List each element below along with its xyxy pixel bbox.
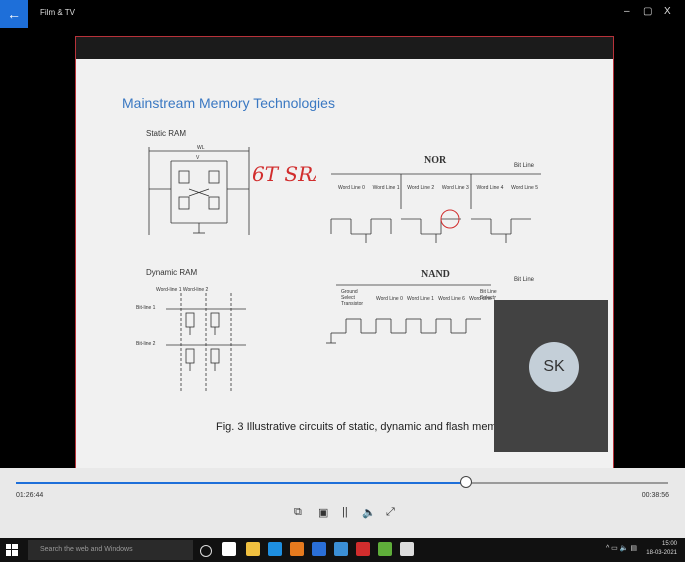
nor-circuit bbox=[330, 173, 541, 243]
slide-header-bar bbox=[76, 37, 613, 59]
seek-bar[interactable] bbox=[16, 476, 668, 488]
app-title: Film & TV bbox=[40, 8, 75, 17]
bitline1-label: Bit-line 1 bbox=[136, 305, 156, 311]
player-controls: 01:26:44 00:38:56 ⧉ ▣ || 🔈 ⤢ bbox=[0, 468, 685, 538]
nor-word-label: Word Line 1 bbox=[372, 185, 400, 191]
windows-start-icon[interactable] bbox=[6, 544, 18, 556]
aspect-ratio-button[interactable]: ▣ bbox=[318, 506, 328, 519]
nand-label: NAND bbox=[421, 269, 450, 280]
minimize-button[interactable]: – bbox=[624, 6, 630, 17]
static-ram-label: Static RAM bbox=[146, 129, 187, 138]
seek-thumb[interactable] bbox=[459, 476, 472, 488]
sram-circuit: WL V bbox=[148, 145, 250, 235]
firefox-icon[interactable] bbox=[290, 542, 304, 556]
miniview-icon: ⧉ bbox=[294, 506, 302, 518]
nand-word-label: Word Line 0 bbox=[376, 296, 403, 302]
nor-wordline-labels: Word Line 0 Word Line 1 Word Line 2 Word… bbox=[338, 185, 538, 191]
total-time: 00:38:56 bbox=[641, 492, 669, 499]
presenter-tile: SK bbox=[494, 300, 608, 452]
nor-label: NOR bbox=[424, 155, 447, 166]
nor-bitline-label: Bit Line bbox=[514, 163, 535, 169]
dram-circuit bbox=[166, 293, 246, 393]
app-icon[interactable] bbox=[312, 542, 326, 556]
clock-date: 18-03-2021 bbox=[646, 550, 677, 556]
file-explorer-icon[interactable] bbox=[246, 542, 260, 556]
nand-wordline-labels: Word Line 0 Word Line 1 Word Line 6 Word… bbox=[376, 296, 496, 302]
title-bar: ← Film & TV – ▢ X bbox=[0, 0, 685, 28]
clock-time: 15:00 bbox=[661, 541, 677, 547]
nand-word-label: Word Line 6 bbox=[438, 296, 465, 302]
nand-ground-label: Ground Select Transistor bbox=[341, 289, 364, 307]
back-arrow-icon: ← bbox=[7, 6, 21, 22]
nand-word-label: Word Line 7 bbox=[469, 296, 496, 302]
clock[interactable]: 15:00 18-03-2021 bbox=[646, 540, 677, 558]
nor-word-label: Word Line 2 bbox=[407, 185, 435, 191]
edge-icon[interactable] bbox=[268, 542, 282, 556]
nor-word-label: Word Line 3 bbox=[441, 185, 469, 191]
annotation-text: 6T SRAM bbox=[252, 162, 316, 186]
avatar: SK bbox=[529, 342, 579, 392]
task-view-icon[interactable] bbox=[200, 545, 212, 557]
fullscreen-button[interactable]: ⤢ bbox=[386, 506, 395, 519]
dynamic-ram-label: Dynamic RAM bbox=[146, 268, 198, 277]
slide-title: Mainstream Memory Technologies bbox=[122, 95, 335, 111]
pause-icon: || bbox=[342, 506, 348, 518]
aspect-icon: ▣ bbox=[318, 507, 329, 519]
back-button[interactable]: ← bbox=[0, 0, 28, 28]
nand-bitline-select-label: Bit Line Select bbox=[480, 289, 497, 301]
close-button[interactable]: X bbox=[664, 6, 671, 17]
nor-word-label: Word Line 5 bbox=[511, 185, 538, 191]
maximize-button[interactable]: ▢ bbox=[643, 6, 653, 17]
film-tv-icon[interactable] bbox=[400, 542, 414, 556]
dram-wordline-labels: Word-line 1 Word-line 2 bbox=[156, 287, 209, 293]
slide-caption: Fig. 3 Illustrative circuits of static, … bbox=[216, 421, 521, 433]
nor-word-label: Word Line 4 bbox=[476, 185, 504, 191]
sram-vdd-label: V bbox=[196, 155, 200, 161]
nand-bitline-label: Bit Line bbox=[514, 277, 535, 283]
word-icon[interactable] bbox=[334, 542, 348, 556]
bitline2-label: Bit-line 2 bbox=[136, 341, 156, 347]
sram-wl-label: WL bbox=[197, 145, 205, 151]
taskbar: Search the web and Windows ^ ▭ 🔈 ▤ 15:00… bbox=[0, 538, 685, 562]
system-tray-icons[interactable]: ^ ▭ 🔈 ▤ bbox=[605, 545, 637, 552]
pdf-icon[interactable] bbox=[356, 542, 370, 556]
handwritten-annotation: 6T SRAM bbox=[252, 162, 316, 186]
app-icon[interactable] bbox=[378, 542, 392, 556]
nand-circuit bbox=[326, 284, 491, 344]
volume-button[interactable]: 🔈 bbox=[362, 506, 376, 519]
seek-progress bbox=[16, 482, 466, 484]
volume-icon: 🔈 bbox=[362, 507, 376, 519]
elapsed-time: 01:26:44 bbox=[16, 492, 44, 499]
nand-word-label: Word Line 1 bbox=[407, 296, 434, 302]
miniview-button[interactable]: ⧉ bbox=[294, 506, 302, 519]
fullscreen-icon: ⤢ bbox=[386, 506, 395, 518]
nor-word-label: Word Line 0 bbox=[338, 185, 365, 191]
store-icon[interactable] bbox=[222, 542, 236, 556]
search-input[interactable]: Search the web and Windows bbox=[28, 540, 193, 560]
pause-button[interactable]: || bbox=[342, 506, 348, 518]
